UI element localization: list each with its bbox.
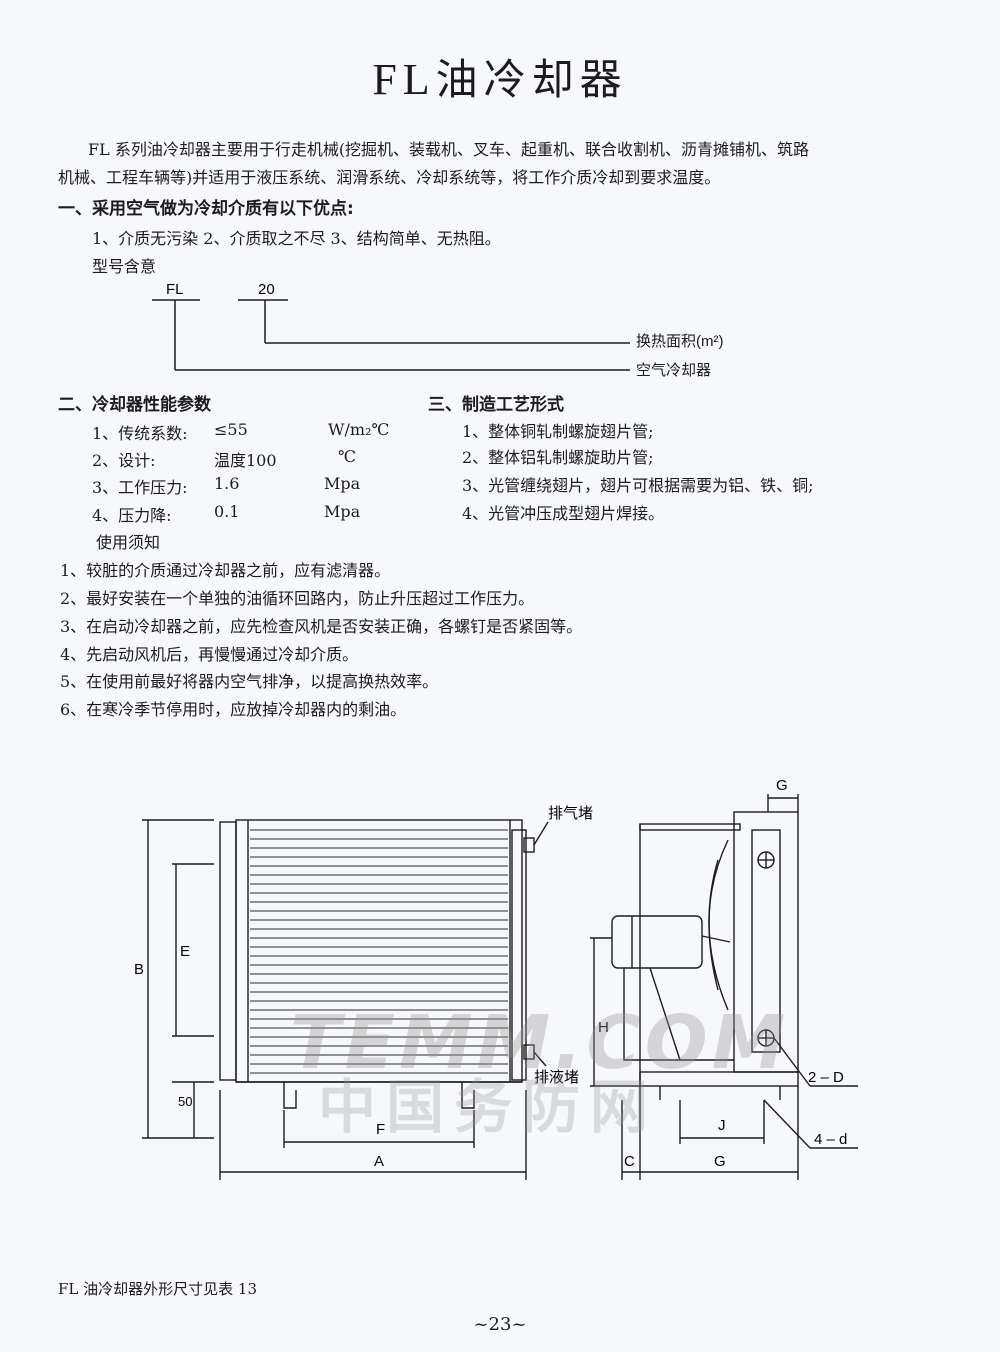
- title-prefix: FL: [372, 55, 436, 104]
- dim-g-top: G: [776, 777, 788, 794]
- param-value: 温度100: [214, 451, 277, 470]
- notes-heading: 使用须知: [96, 533, 161, 552]
- model-code-20: 20: [258, 281, 275, 298]
- dim-b: B: [134, 961, 144, 978]
- note-item: 5、在使用前最好将器内空气排净，以提高换热效率。: [60, 672, 439, 691]
- label-heat-area: 换热面积(m²): [636, 333, 724, 350]
- param-value: 1.6: [214, 474, 240, 493]
- title-main: 油冷却器: [435, 55, 628, 104]
- dim-a: A: [374, 1153, 384, 1170]
- page-title: FL油冷却器: [0, 46, 1000, 107]
- dim-g-bottom: G: [714, 1153, 726, 1170]
- param-value: 0.1: [214, 502, 240, 521]
- param-name: 4、压力降:: [92, 506, 172, 525]
- dim-f: F: [376, 1121, 385, 1138]
- intro-line-2: 机械、工程车辆等)并适用于液压系统、润滑系统、冷却系统等，将工作介质冷却到要求温…: [58, 168, 721, 187]
- process-item: 3、光管缠绕翅片，翅片可根据需要为铝、铁、铜;: [462, 476, 814, 495]
- dim-c: C: [624, 1153, 635, 1170]
- note-item: 3、在启动冷却器之前，应先检查风机是否安装正确，各螺钉是否紧固等。: [60, 617, 583, 636]
- model-heading: 型号含意: [92, 257, 157, 276]
- process-item: 2、整体铝轧制螺旋助片管;: [462, 448, 654, 467]
- cooler-technical-drawing: 排气堵 排液堵 B E 50 F A G H J C G 2 – D 4 – d: [134, 777, 858, 1180]
- model-code-diagram: FL 20: [152, 281, 630, 371]
- motor-outline: [611, 915, 703, 969]
- param-name: 1、传统系数:: [92, 424, 188, 443]
- dim-4d: 4 – d: [814, 1131, 847, 1148]
- note-item: 1、较脏的介质通过冷却器之前，应有滤清器。: [60, 561, 391, 580]
- dim-h: H: [598, 1019, 609, 1036]
- footer-note: FL 油冷却器外形尺寸见表 13: [58, 1280, 257, 1298]
- dim-j: J: [718, 1117, 726, 1134]
- intro-line-1: FL 系列油冷却器主要用于行走机械(挖掘机、装载机、叉车、起重机、联合收割机、沥…: [88, 140, 810, 159]
- param-unit: W/m₂℃: [328, 420, 390, 439]
- label-vent-plug: 排气堵: [548, 805, 593, 822]
- dim-2d: 2 – D: [808, 1069, 844, 1086]
- param-value: ≤55: [214, 420, 248, 439]
- section2-heading: 二、冷却器性能参数: [58, 395, 211, 415]
- watermark-site: 中国务防网: [318, 1073, 659, 1141]
- section3-heading: 三、制造工艺形式: [428, 395, 564, 415]
- label-air-cooler: 空气冷却器: [636, 362, 712, 379]
- label-drain-plug: 排液堵: [534, 1069, 579, 1086]
- process-item: 1、整体铜轧制螺旋翅片管;: [462, 422, 654, 441]
- dim-e: E: [180, 943, 190, 960]
- param-name: 2、设计:: [92, 451, 156, 470]
- param-unit: ℃: [338, 447, 356, 466]
- cooler-fins: [250, 829, 508, 1074]
- param-unit: Mpa: [324, 474, 361, 493]
- section1-heading: 一、采用空气做为冷却介质有以下优点:: [58, 199, 354, 219]
- note-item: 4、先启动风机后，再慢慢通过冷却介质。: [60, 645, 359, 664]
- param-unit: Mpa: [324, 502, 361, 521]
- process-item: 4、光管冲压成型翅片焊接。: [462, 504, 665, 523]
- note-item: 6、在寒冷季节停用时，应放掉冷却器内的剩油。: [60, 700, 407, 719]
- watermark-logo: TEMM.COM: [290, 1000, 790, 1086]
- param-name: 3、工作压力:: [92, 478, 188, 497]
- dim-50: 50: [178, 1094, 192, 1109]
- model-code-fl: FL: [166, 281, 184, 298]
- advantages-text: 1、介质无污染 2、介质取之不尽 3、结构简单、无热阻。: [92, 229, 501, 248]
- page-number: ~23~: [473, 1314, 527, 1335]
- note-item: 2、最好安装在一个单独的油循环回路内，防止升压超过工作压力。: [60, 589, 535, 608]
